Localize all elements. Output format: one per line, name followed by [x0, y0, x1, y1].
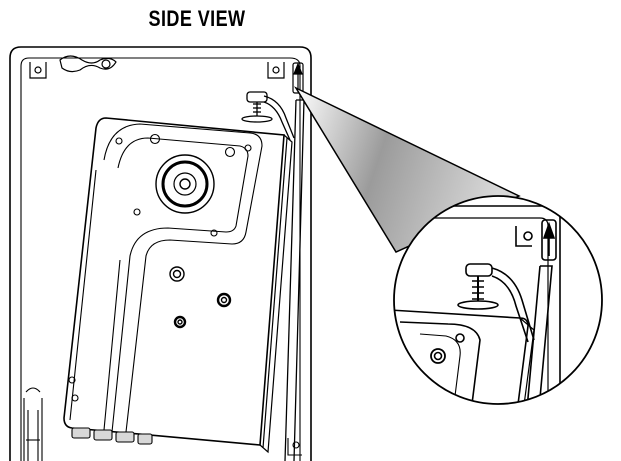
housing-details — [68, 123, 263, 433]
diagram-title: SIDE VIEW — [148, 6, 246, 31]
arrow-slot — [292, 62, 304, 94]
bottom-connectors — [71, 427, 153, 445]
bottom-slots — [23, 387, 302, 461]
mounting-screw — [241, 91, 273, 123]
motor-port — [155, 154, 215, 214]
keyhole-slots — [29, 55, 285, 79]
housing-side-edge — [259, 134, 293, 454]
small-ports — [169, 266, 232, 329]
detail-magnifier — [393, 195, 603, 405]
